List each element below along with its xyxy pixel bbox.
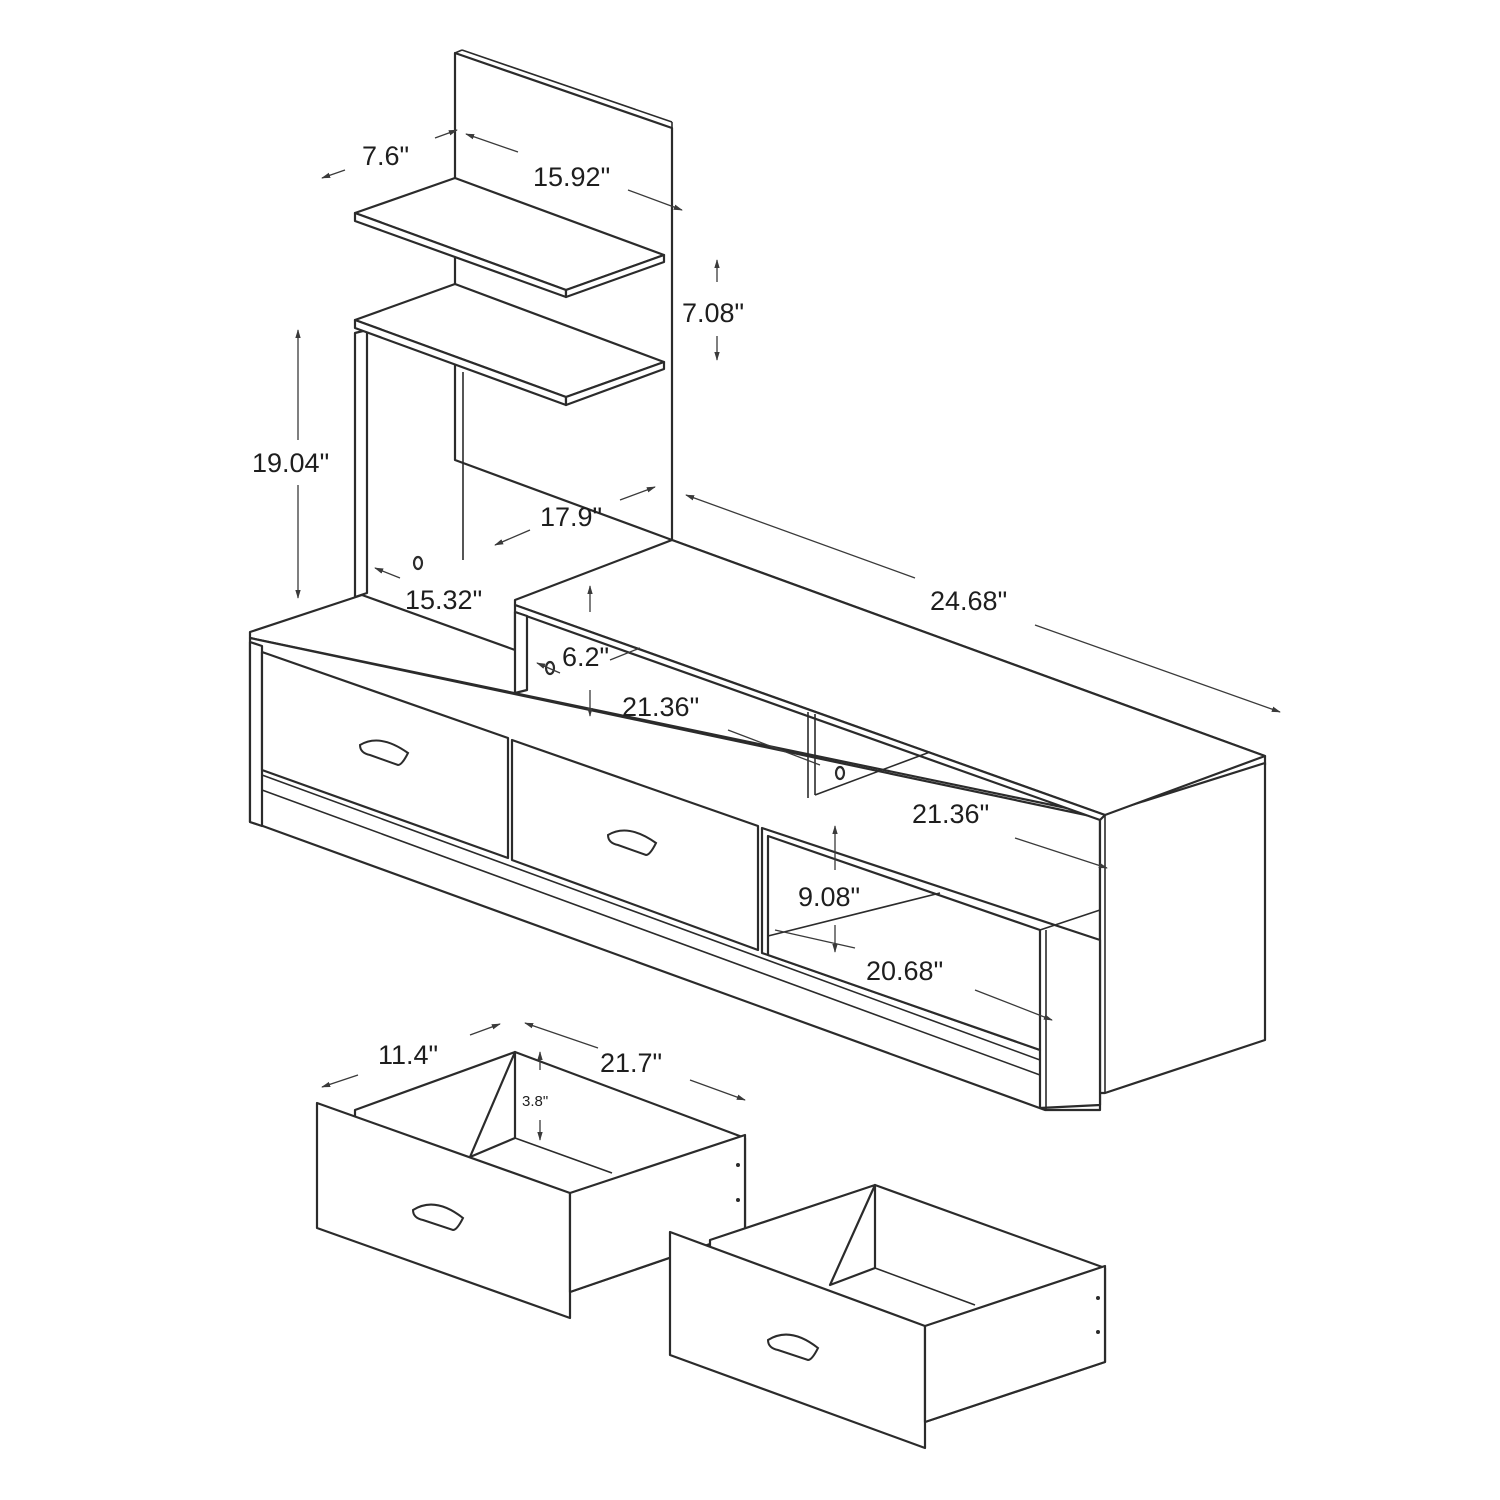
cabinet-drawer-middle[interactable] — [510, 738, 760, 952]
dim-open-bay-width: 20.68" — [866, 956, 943, 986]
open-bay — [760, 826, 1102, 1110]
dim-tower-shelf-width: 17.9" — [540, 502, 602, 532]
dim-total-length: 24.68" — [930, 586, 1007, 616]
dim-riser-height: 6.2" — [562, 642, 609, 672]
top-shelf — [353, 176, 666, 299]
dim-upper-shelf-spacing: 7.08" — [682, 298, 744, 328]
removed-drawer-2 — [668, 1183, 1107, 1450]
tower-side-panel — [353, 328, 464, 599]
dim-top-shelf-width: 15.92" — [533, 162, 610, 192]
dim-drawer-depth: 11.4" — [378, 1040, 438, 1070]
dim-tower-height: 19.04" — [252, 448, 329, 478]
dimension-lines — [295, 129, 1281, 1141]
second-shelf — [353, 262, 666, 407]
dim-drawer-height: 3.8" — [522, 1093, 548, 1110]
dim-drawer-width: 21.7" — [600, 1048, 662, 1078]
dim-cabinet-top-length: 21.36" — [912, 799, 989, 829]
top-riser — [513, 538, 1267, 822]
dim-open-bay-height: 9.08" — [798, 882, 860, 912]
dim-riser-length: 21.36" — [622, 692, 699, 722]
dim-top-shelf-depth: 7.6" — [362, 141, 409, 171]
removed-drawer-1 — [315, 1050, 747, 1320]
dim-tower-base-width: 15.32" — [405, 585, 482, 615]
cabinet-drawer-left[interactable] — [260, 650, 510, 860]
